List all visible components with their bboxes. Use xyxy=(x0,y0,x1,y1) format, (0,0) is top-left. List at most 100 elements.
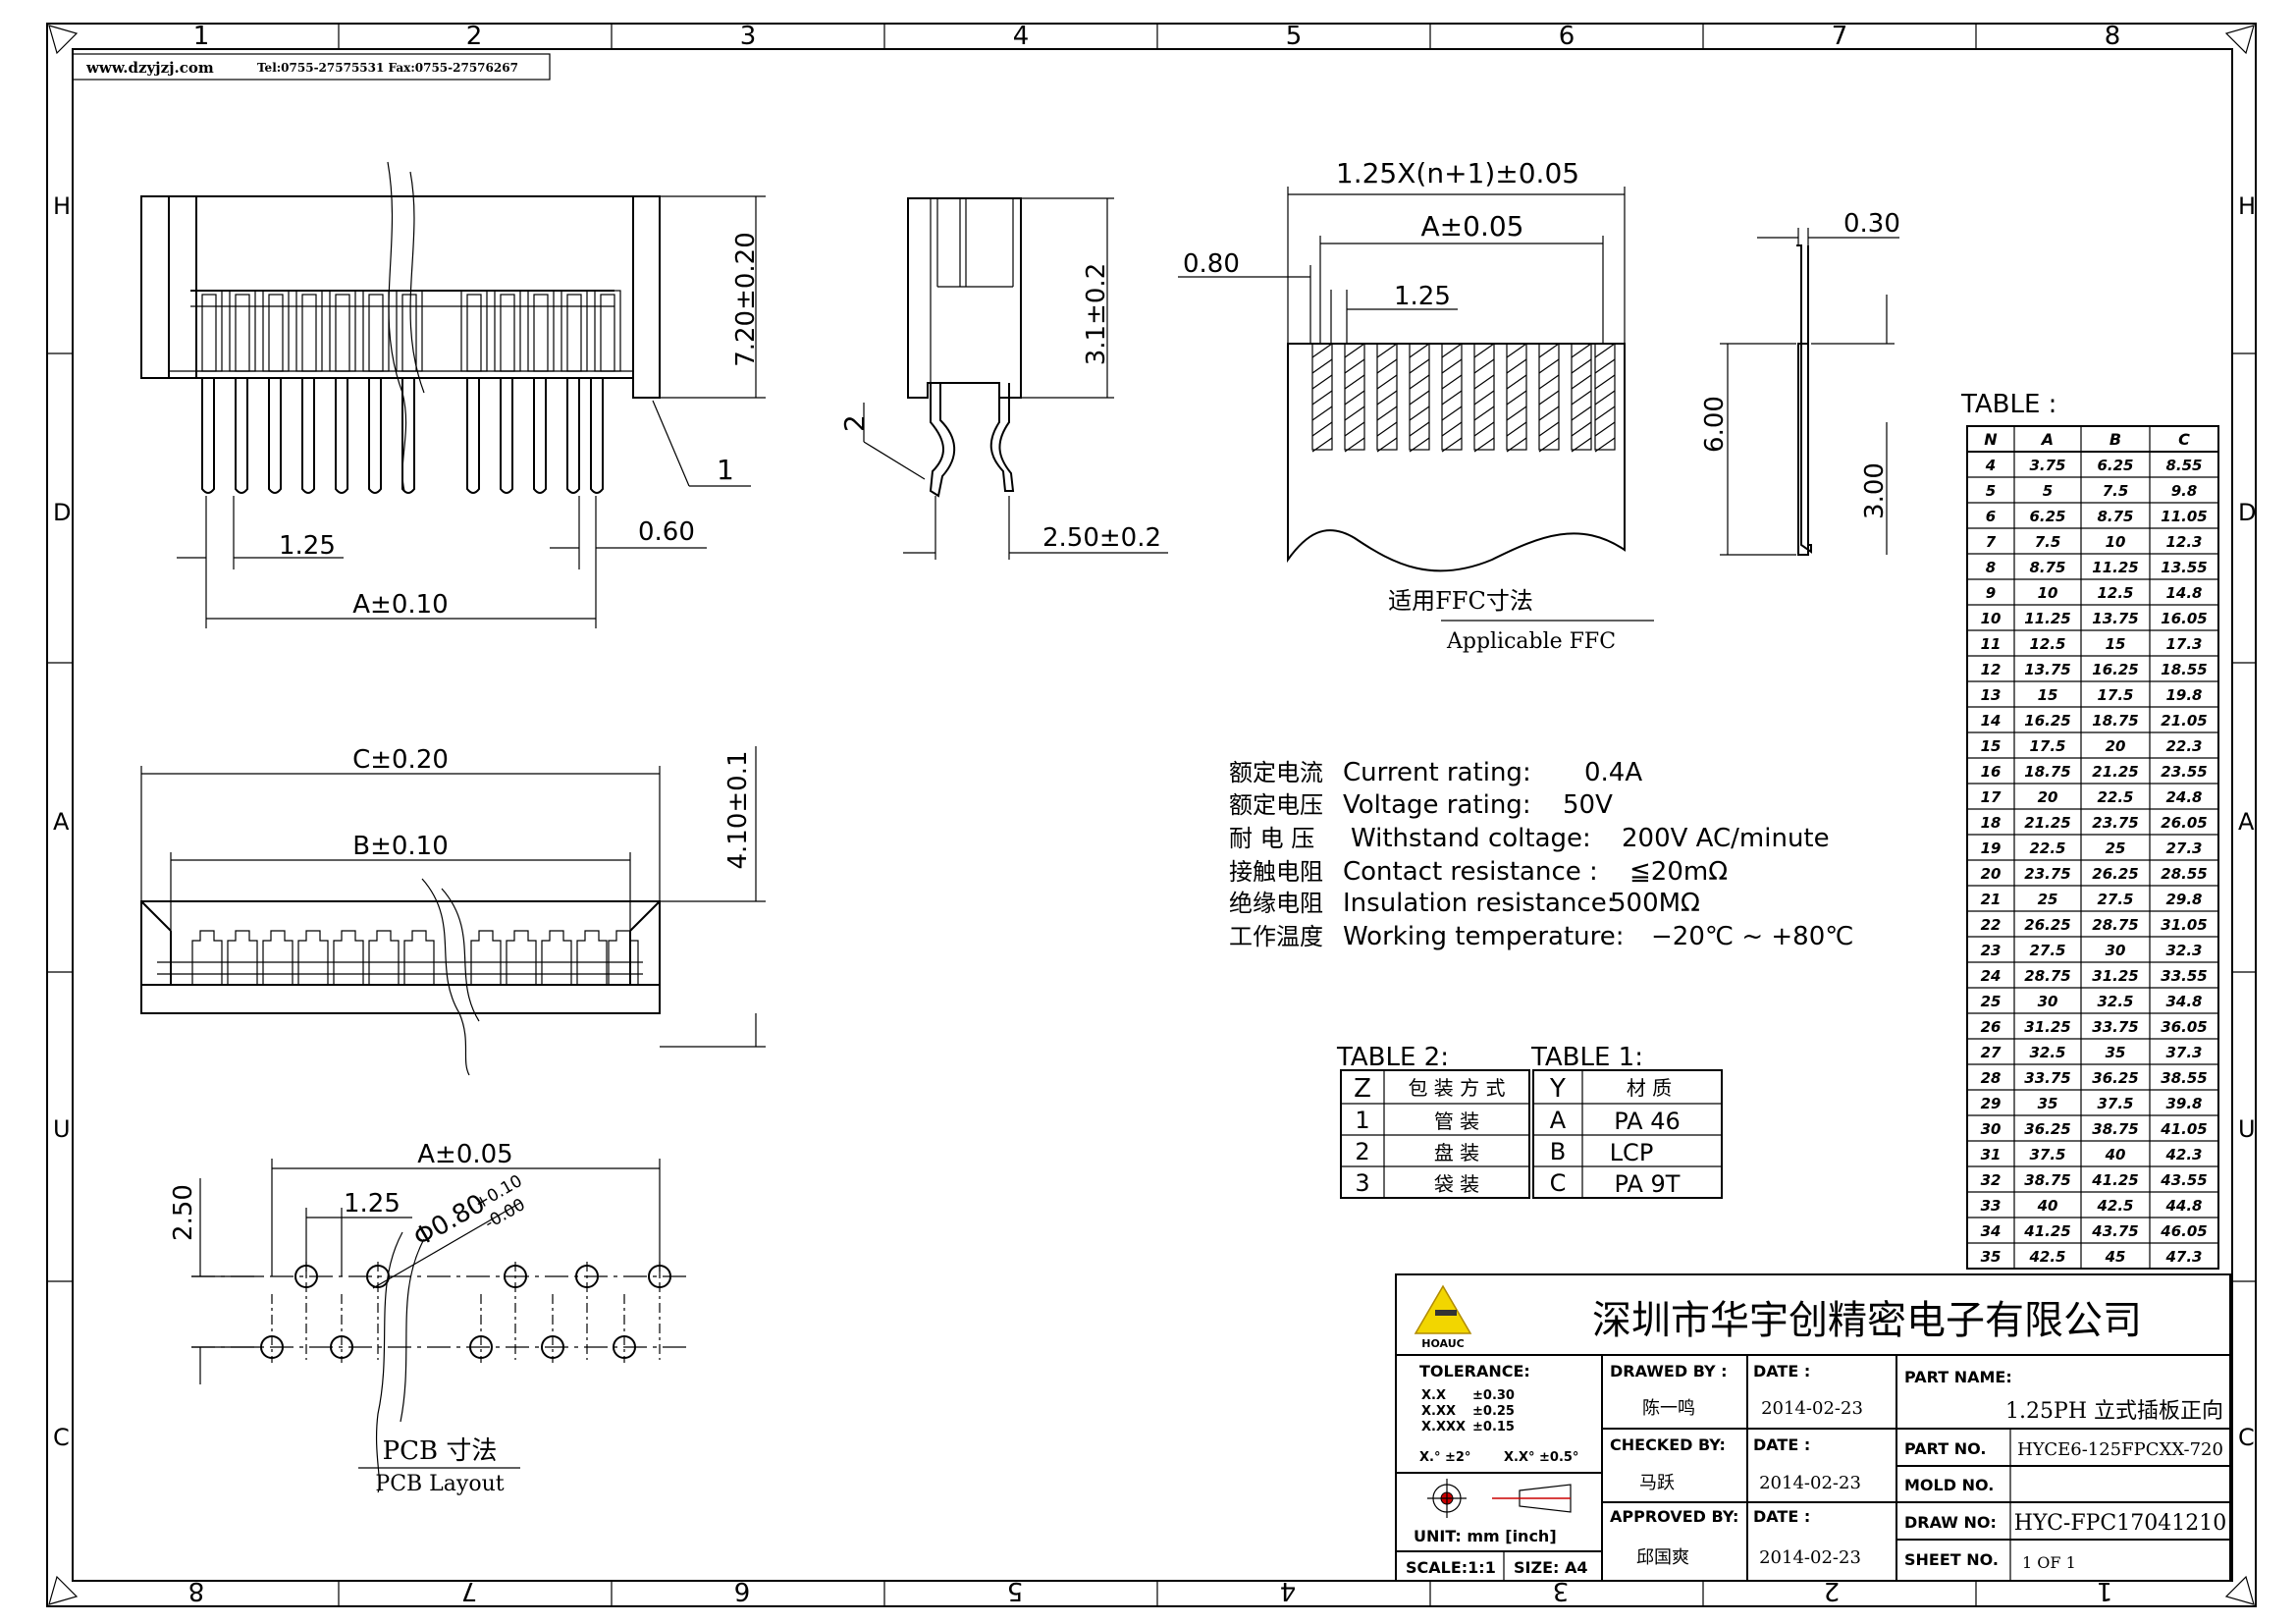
table-cell: 12.5 xyxy=(2097,584,2133,602)
table2-h-pack: 包 装 方 式 xyxy=(1408,1076,1505,1100)
ffc-strip xyxy=(1506,343,1527,451)
scale-label: SCALE:1:1 xyxy=(1406,1558,1496,1577)
table-cell: 6.25 xyxy=(2097,457,2133,474)
ffc-pitch-dim: 1.25 xyxy=(1394,282,1451,311)
front-contact-cell xyxy=(594,290,621,372)
drawing-frame xyxy=(46,23,2257,1607)
zone-top-8: 8 xyxy=(2105,22,2121,51)
table-cell: 25 xyxy=(2106,839,2126,857)
table-cell: 23.75 xyxy=(2024,865,2070,883)
ffc-view: 1.25X(n+1)±0.05 A±0.05 0.80 1.25 适用FFC寸法… xyxy=(1178,157,1654,654)
date-value-3: 2014-02-23 xyxy=(1759,1547,1861,1568)
ffc-strip-hatch xyxy=(1344,374,1365,390)
zone-bottom-8: 8 xyxy=(188,1576,205,1605)
table-cell: 26.25 xyxy=(2024,916,2070,934)
front-pin xyxy=(590,378,604,494)
header-box: www.dzyjzj.com Tel:0755-27575531 Fax:075… xyxy=(72,53,551,81)
spec-en-3: Withstand coltage: xyxy=(1351,824,1591,853)
table-cell: 32 xyxy=(1981,1171,2002,1189)
front-pin xyxy=(466,378,480,494)
table-cell: 18.75 xyxy=(2092,712,2138,730)
ffc-strip xyxy=(1344,343,1365,451)
table1: TABLE 1: Y 材 质 A PA 46 B LCP C PA 9T xyxy=(1530,1043,1723,1199)
date-value-1: 2014-02-23 xyxy=(1761,1398,1863,1419)
table-cell: 17.3 xyxy=(2165,635,2202,653)
sheet-no-value: 1 OF 1 xyxy=(2022,1553,2076,1572)
bottom-contact-cell xyxy=(297,930,329,985)
table-cell: 6 xyxy=(1986,508,1996,525)
size-label: SIZE: A4 xyxy=(1514,1558,1588,1577)
ffc-strip-hatch xyxy=(1376,358,1398,374)
pcb-caption-en: PCB Layout xyxy=(375,1472,504,1496)
zone-top-4: 4 xyxy=(1013,22,1030,51)
front-contact-cell xyxy=(195,290,223,372)
table-cell: 15 xyxy=(2106,635,2126,653)
pcb-holes xyxy=(260,1262,671,1363)
table-cell: 19.8 xyxy=(2165,686,2202,704)
ffc-strip-hatch xyxy=(1506,343,1527,358)
pcb-a-dim: A±0.05 xyxy=(417,1140,512,1169)
zone-bottom-1: 1 xyxy=(2097,1576,2113,1605)
table-cell: 15 xyxy=(1981,737,2002,755)
ffc-strip-hatch xyxy=(1311,358,1333,374)
table-cell: 20 xyxy=(2106,737,2126,755)
table-cell: 44.8 xyxy=(2164,1197,2202,1215)
table2-r2-z: 2 xyxy=(1355,1138,1369,1165)
ffc-strip-hatch xyxy=(1409,406,1430,421)
table-cell: 10 xyxy=(2106,533,2126,551)
zone-right-c: C xyxy=(2238,1424,2255,1451)
table-cell: 13.75 xyxy=(2092,610,2138,627)
front-pin xyxy=(533,378,547,494)
ffc-strip-hatch xyxy=(1376,390,1398,406)
zone-top-2: 2 xyxy=(466,22,483,51)
ffc-caption-cn: 适用FFC寸法 xyxy=(1388,587,1533,615)
table-cell: 37.3 xyxy=(2165,1044,2202,1061)
table-cell: 26 xyxy=(1981,1018,2002,1036)
table-cell: 23.75 xyxy=(2092,814,2138,832)
table-cell: 12.5 xyxy=(2029,635,2065,653)
front-contact-slot xyxy=(466,294,482,372)
sheet-no-label: SHEET NO. xyxy=(1904,1550,1999,1569)
ffc-strip xyxy=(1594,343,1616,451)
unit-label: UNIT: mm [inch] xyxy=(1414,1527,1557,1545)
ffc-strip xyxy=(1409,343,1430,451)
table-cell: 22 xyxy=(1981,916,2002,934)
company-name: 深圳市华宇创精密电子有限公司 xyxy=(1592,1298,2142,1343)
table-cell: 27.5 xyxy=(2097,891,2133,908)
ffc-strip-hatch xyxy=(1441,406,1463,421)
ffc-strip-hatch xyxy=(1571,374,1592,390)
front-contact-slot xyxy=(500,294,515,372)
table-cell: 20 xyxy=(1981,865,2002,883)
table2-h-z: Z xyxy=(1354,1074,1371,1104)
zone-left-c: C xyxy=(53,1424,70,1451)
spec-val-4: ≦20mΩ xyxy=(1629,857,1728,887)
table-cell: 42.3 xyxy=(2164,1146,2202,1164)
zone-top-5: 5 xyxy=(1286,22,1303,51)
ffc-overall-dim: 1.25X(n+1)±0.05 xyxy=(1336,157,1579,189)
bottom-c-dim: C±0.20 xyxy=(352,745,449,775)
ffc-strip-hatch xyxy=(1571,437,1592,453)
ffc-strip-hatch xyxy=(1571,343,1592,358)
table-cell: 26.25 xyxy=(2092,865,2138,883)
table2-r3-v: 袋 装 xyxy=(1434,1172,1479,1196)
table-cell: 28.55 xyxy=(2161,865,2207,883)
table-cell: 18 xyxy=(1981,814,2002,832)
ffc-edge-dim: 0.80 xyxy=(1183,249,1240,279)
bottom-contact-cell xyxy=(368,930,400,985)
ffc-strip-hatch xyxy=(1506,437,1527,453)
table-cell: 34 xyxy=(1981,1222,2002,1240)
draw-no-value: HYC-FPC17041210 xyxy=(2014,1511,2226,1536)
table-cell: 47.3 xyxy=(2164,1248,2202,1266)
bottom-contact-cell xyxy=(227,930,258,985)
bottom-contact-cell xyxy=(541,930,572,985)
ffc-strip xyxy=(1538,343,1560,451)
ffc-caption-en: Applicable FFC xyxy=(1446,629,1616,654)
ffc-strip-hatch xyxy=(1376,421,1398,437)
pcb-pitch-dim: 1.25 xyxy=(344,1189,400,1218)
ffc-strip-hatch xyxy=(1311,390,1333,406)
table-cell: 30 xyxy=(2106,942,2126,959)
table-cell: 12 xyxy=(1981,661,2002,678)
tolerance-label: TOLERANCE: xyxy=(1419,1362,1530,1380)
drawn-by-label: DRAWED BY : xyxy=(1610,1362,1728,1380)
